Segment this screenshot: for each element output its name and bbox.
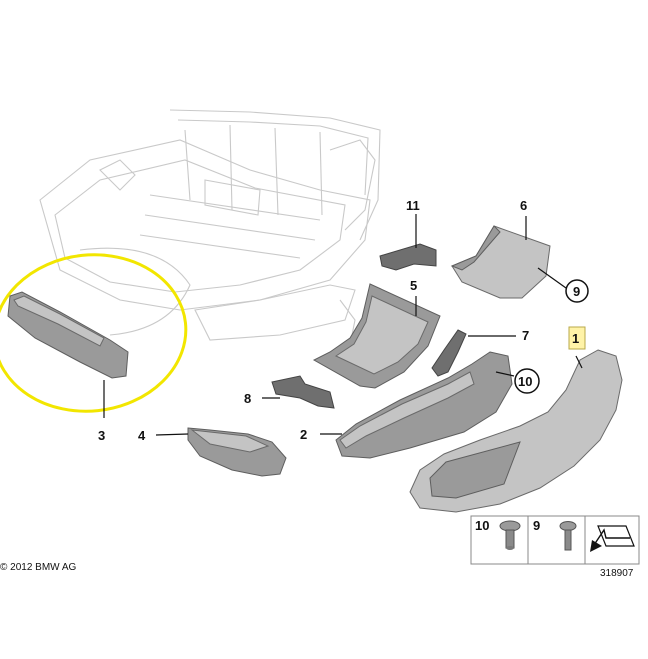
- part-5-inner: [334, 295, 429, 375]
- callout-1-highlight-bg: [568, 326, 586, 350]
- part-7-bracket[interactable]: [431, 329, 467, 377]
- copyright-text: © 2012 BMW AG: [0, 562, 77, 573]
- callout-10-circle: [514, 368, 540, 394]
- callout-9-circle: [565, 279, 589, 303]
- callout-7[interactable]: 7: [522, 328, 529, 343]
- direction-arrow-icon: [590, 525, 635, 552]
- part-11-clip[interactable]: [379, 243, 437, 271]
- callout-4[interactable]: 4: [138, 428, 146, 443]
- part-3-highlight-face: [13, 295, 105, 347]
- callout-1[interactable]: 1: [572, 331, 579, 346]
- seat-frame-ghost: [39, 109, 381, 346]
- highlight-ellipse: [0, 253, 188, 413]
- part-2-face: [339, 371, 475, 449]
- part-6-edge: [450, 225, 501, 271]
- hardware-box: 10 9: [470, 515, 640, 565]
- callout-3[interactable]: 3: [98, 428, 105, 443]
- callout-5[interactable]: 5: [410, 278, 417, 293]
- hardware-label-10: 10: [475, 518, 489, 533]
- diagram-number: 318907: [600, 568, 634, 579]
- leader-line-9: [537, 267, 567, 289]
- callout-6[interactable]: 6: [520, 198, 527, 213]
- part-8-bracket[interactable]: [271, 375, 335, 409]
- callout-9[interactable]: 9: [573, 284, 580, 299]
- leader-line-1: [575, 355, 583, 369]
- callout-8[interactable]: 8: [244, 391, 251, 406]
- leader-line-10: [495, 371, 515, 377]
- callout-2[interactable]: 2: [300, 427, 307, 442]
- bolt-icon: [559, 521, 577, 551]
- part-4-face: [190, 429, 270, 453]
- part-1-recess: [429, 441, 521, 499]
- callout-11[interactable]: 11: [406, 198, 420, 213]
- leader-line-4: [155, 433, 189, 436]
- screw-icon: [499, 520, 521, 550]
- hardware-label-9: 9: [533, 518, 540, 533]
- callout-10[interactable]: 10: [518, 374, 532, 389]
